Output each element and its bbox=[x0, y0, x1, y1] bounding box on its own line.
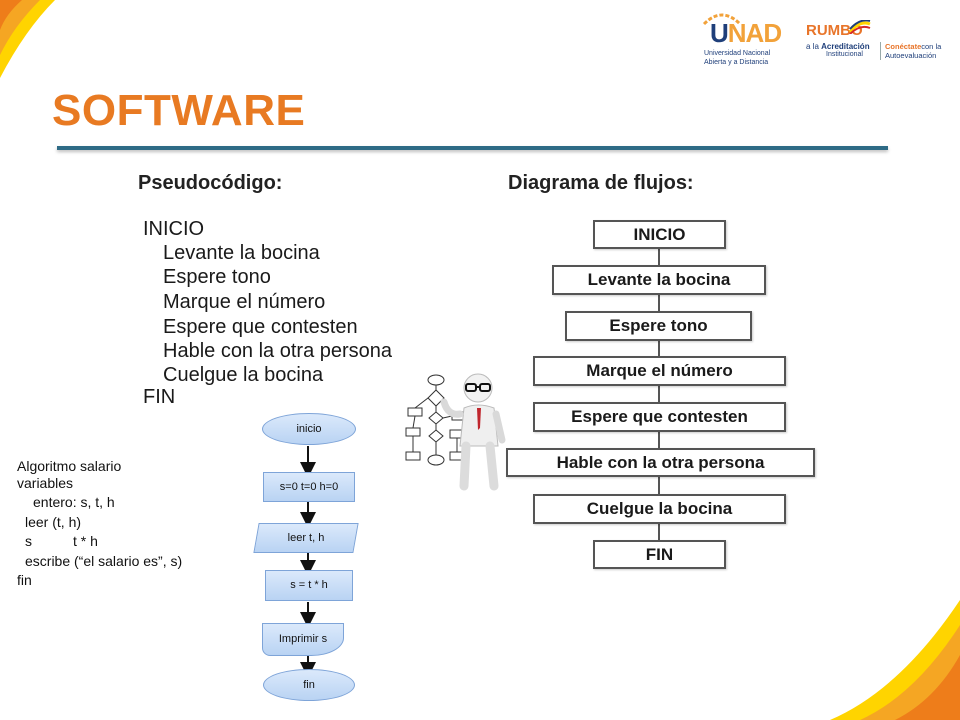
pseudocode-line: Cuelgue la bocina bbox=[163, 364, 324, 386]
flowchart-step-marque: Marque el número bbox=[533, 356, 786, 386]
corner-decoration-top-left bbox=[0, 0, 55, 78]
algorithm-line: fin bbox=[17, 572, 32, 588]
flowchart-connectors bbox=[658, 248, 660, 540]
algorithm-line: t * h bbox=[73, 533, 98, 549]
title-divider bbox=[57, 146, 888, 150]
flowchart-step-espere-contesten: Espere que contesten bbox=[533, 402, 786, 432]
person-with-flowchart-icon bbox=[405, 373, 506, 491]
flowchart-step-hable: Hable con la otra persona bbox=[506, 448, 815, 477]
algorithm-line: Algoritmo salario bbox=[17, 458, 122, 474]
pseudocode-line: Hable con la otra persona bbox=[163, 340, 393, 362]
flowchart-step-fin: FIN bbox=[593, 540, 726, 569]
page-title: SOFTWARE bbox=[52, 86, 306, 135]
pseudocode-line: INICIO bbox=[143, 218, 205, 240]
mini-flow-compute: s = t * h bbox=[265, 570, 353, 601]
pseudocode-line: Marque el número bbox=[163, 291, 326, 313]
mini-flow-start: inicio bbox=[262, 413, 356, 445]
mini-flow-read: leer t, h bbox=[253, 523, 359, 553]
flowchart-step-cuelgue: Cuelgue la bocina bbox=[533, 494, 786, 524]
mini-flow-print: Imprimir s bbox=[262, 623, 344, 656]
algorithm-line: variables bbox=[17, 475, 74, 491]
flowchart-heading: Diagrama de flujos: bbox=[508, 172, 694, 194]
pseudocode-line: Espere tono bbox=[163, 266, 271, 288]
corner-decoration-bottom-right bbox=[830, 600, 960, 720]
mini-flow-connectors bbox=[300, 446, 316, 678]
pseudocode-heading: Pseudocódigo: bbox=[138, 172, 283, 194]
flowchart-step-inicio: INICIO bbox=[593, 220, 726, 249]
mini-flow-end: fin bbox=[263, 669, 355, 701]
algorithm-line: s bbox=[25, 533, 32, 549]
rumbo-logo: RUMBO a la Acreditación Institucional Co… bbox=[806, 20, 942, 60]
pseudocode-line: Espere que contesten bbox=[163, 316, 358, 338]
flowchart-step-levante: Levante la bocina bbox=[552, 265, 766, 295]
unad-arc-icon bbox=[702, 13, 742, 26]
algorithm-line: escribe (“el salario es”, s) bbox=[25, 553, 183, 569]
pseudocode-line: FIN bbox=[143, 386, 176, 408]
flowchart-step-espere-tono: Espere tono bbox=[565, 311, 752, 341]
algorithm-line: leer (t, h) bbox=[25, 514, 82, 530]
mini-flow-init: s=0 t=0 h=0 bbox=[263, 472, 355, 502]
pseudocode-line: Levante la bocina bbox=[163, 242, 320, 264]
unad-logo: UNAD Universidad Nacional Abierta y a Di… bbox=[700, 10, 790, 70]
algorithm-line: entero: s, t, h bbox=[33, 494, 115, 510]
rumbo-flag-icon bbox=[848, 20, 871, 34]
